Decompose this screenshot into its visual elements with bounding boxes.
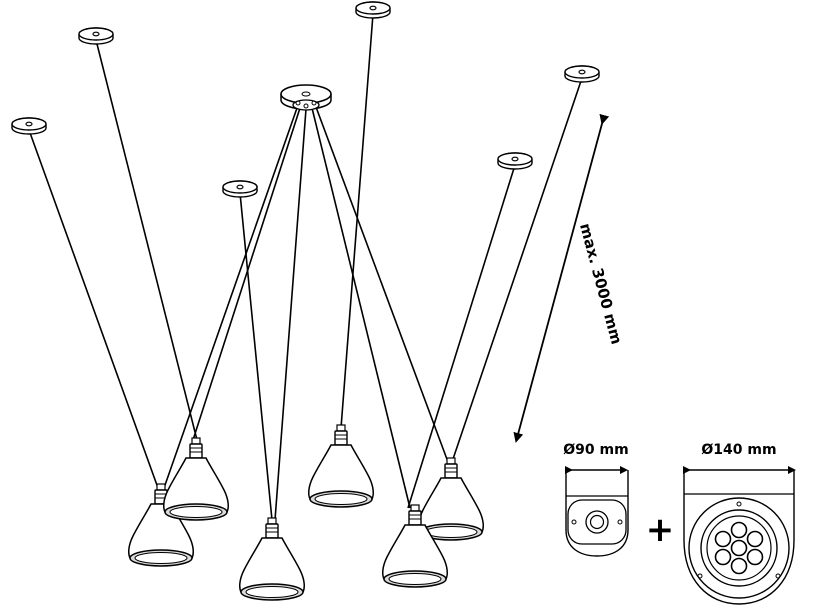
height-label: max. 3000 mm [576,221,626,346]
ceiling-rose-inner-left [222,180,258,198]
ceiling-rose-far-right [564,65,600,83]
plus-sign: + [646,510,675,550]
pendant-shade-2 [163,437,229,521]
large-canopy-icon [683,470,795,605]
large-diameter-label: Ø140 mm [701,442,776,458]
small-diameter-label: Ø90 mm [563,442,628,458]
pendant-shade-5 [418,457,484,541]
pendant-shade-4 [308,424,374,508]
ceiling-rose-right [497,152,533,170]
double-arrow-icon [513,113,610,443]
pendant-shade-3 [239,517,305,601]
ceiling-rose-left [78,27,114,45]
ceiling-rose-top [355,1,391,19]
small-canopy-icon [565,470,629,557]
central-hub-canopy [280,84,332,111]
ceiling-rose-far-left [11,117,47,135]
